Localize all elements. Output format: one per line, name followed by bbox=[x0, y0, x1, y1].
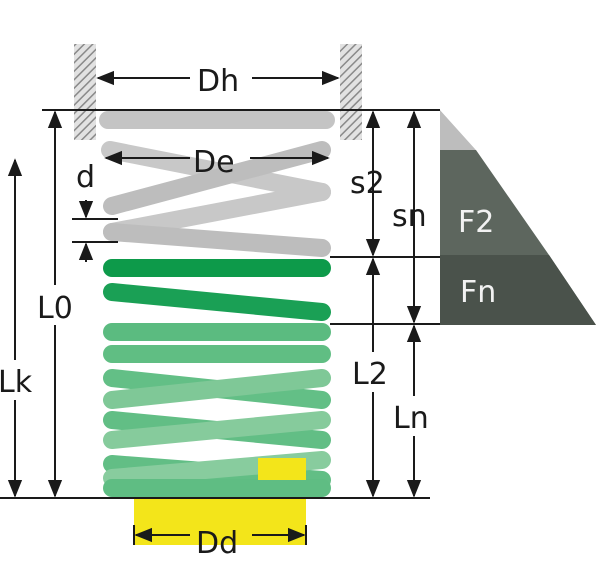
force-cutout bbox=[476, 150, 596, 325]
label-dh: Dh bbox=[197, 64, 239, 99]
label-dd: Dd bbox=[196, 526, 238, 561]
label-fn: Fn bbox=[460, 275, 496, 310]
force-cutout-top bbox=[440, 110, 596, 150]
relaxed-coil-3 bbox=[103, 183, 331, 241]
spring-compressed bbox=[103, 259, 331, 497]
label-lk: Lk bbox=[0, 365, 33, 400]
label-l0: L0 bbox=[37, 291, 73, 326]
reference-lines bbox=[0, 109, 440, 545]
label-d: d bbox=[76, 160, 95, 195]
force-diagram bbox=[440, 110, 596, 325]
labels: Dh De d s2 sn F2 Fn L0 Lk L2 Ln Dd bbox=[0, 58, 496, 561]
relaxed-coil-4 bbox=[103, 223, 331, 257]
label-sn: sn bbox=[392, 199, 427, 234]
label-ln-bg bbox=[393, 396, 439, 436]
dimension-arrows bbox=[7, 70, 422, 543]
label-f2: F2 bbox=[458, 205, 494, 240]
green-coil-2 bbox=[103, 283, 331, 321]
force-wedge-f2 bbox=[440, 150, 549, 255]
green-coil-8 bbox=[103, 411, 331, 449]
spring-relaxed bbox=[99, 111, 335, 257]
mandrel-top bbox=[258, 458, 306, 480]
relaxed-coil-2 bbox=[103, 141, 331, 215]
label-dh-bg bbox=[190, 58, 252, 98]
mandrel bbox=[134, 497, 306, 545]
housing-left-wall bbox=[74, 44, 96, 140]
label-l0-bg bbox=[36, 285, 78, 325]
label-l2-bg bbox=[352, 352, 396, 392]
label-lk-bg bbox=[0, 360, 34, 400]
label-de: De bbox=[193, 145, 235, 180]
label-s2: s2 bbox=[350, 166, 385, 201]
housing-right-wall bbox=[340, 44, 362, 140]
force-tip-fn bbox=[549, 255, 596, 325]
label-l2: L2 bbox=[352, 357, 388, 392]
green-coil-6 bbox=[103, 369, 331, 409]
label-ln: Ln bbox=[393, 401, 429, 436]
